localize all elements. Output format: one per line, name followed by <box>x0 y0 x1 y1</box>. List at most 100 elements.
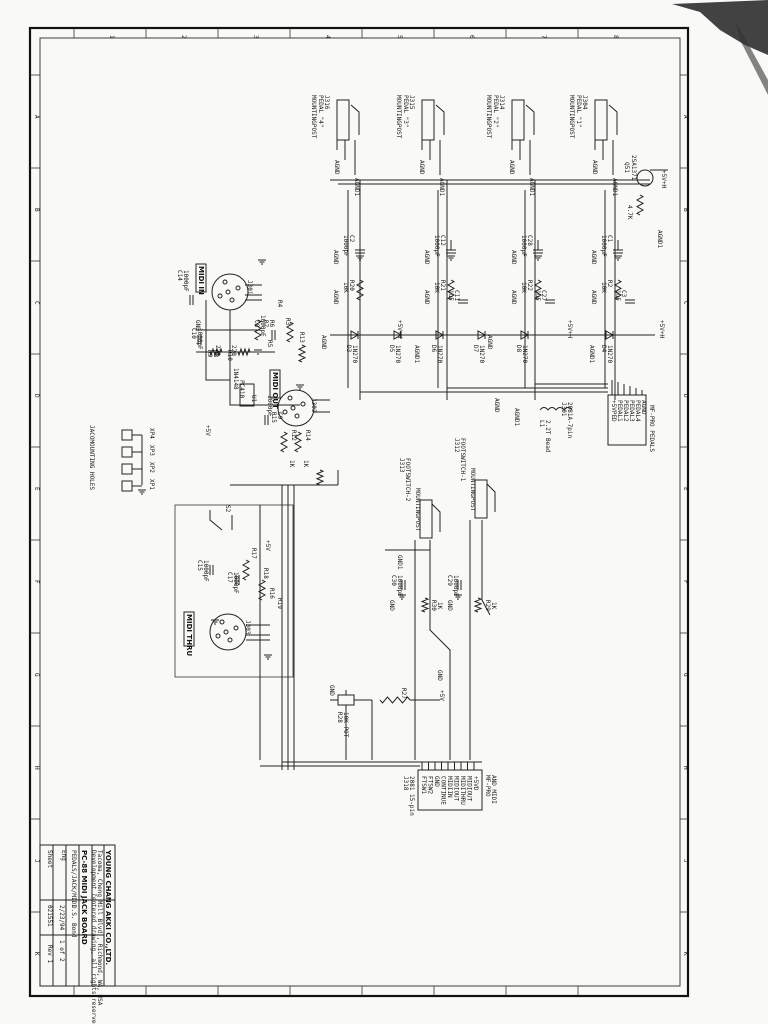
res-r27 <box>379 696 411 704</box>
cap-row2-val: 1uF <box>534 290 541 301</box>
switch-part-label: C17 <box>226 572 233 583</box>
switch-ref: S2 <box>224 505 231 513</box>
pedal-jack-contact <box>435 104 445 135</box>
res-r16-mid <box>315 469 325 486</box>
midi-part-label: R15 <box>270 412 277 423</box>
midi-in-pin <box>229 297 235 303</box>
pedal-connector <box>607 394 647 446</box>
footswitch-part-ref: R29 <box>484 600 491 611</box>
mounting-hole-ref: XP3 <box>148 445 155 456</box>
mounting-hole-ref: XP2 <box>148 462 155 473</box>
midi-thru-pin <box>219 619 225 625</box>
switch-part-label: R19 <box>276 598 283 609</box>
cap-row2-ref: C3 <box>620 290 627 298</box>
res-r9 <box>209 347 223 357</box>
mounting-hole-ref: XP4 <box>148 428 155 439</box>
midi-in-ref: J301 <box>246 280 253 295</box>
title-sheet: Sheet <box>46 850 53 868</box>
midi-part-label: R4 <box>276 300 283 308</box>
transistor-rail: +5V+H <box>660 170 667 188</box>
pedal-jack-name: PEDAL "3" <box>402 95 409 128</box>
diode-ref: D6 <box>430 345 437 353</box>
bottom-connector-jref: J318 <box>402 776 409 791</box>
pedal-connector-ref: MF-PRO PEDALS <box>648 405 655 452</box>
title-eng: Eng <box>60 850 67 861</box>
border-row-letter-left: E <box>33 487 40 491</box>
footswitch-jack-ref: J313 <box>398 458 405 473</box>
border-row-letter-left: G <box>33 673 40 677</box>
title-drawn: D.S. Bond <box>70 905 77 938</box>
midi-out-pin <box>294 413 300 419</box>
switch-s2 <box>209 510 233 531</box>
switch-part-label: +5V <box>264 540 271 551</box>
res-row2-gnd-label: AGND <box>590 290 597 305</box>
footswitch-jack-body <box>474 479 488 519</box>
footswitch-gnd-label: GND1 <box>396 555 403 570</box>
diode-D5 <box>393 330 403 340</box>
pot-leads <box>330 690 372 760</box>
mounting-hole <box>121 446 133 458</box>
border-row-letter-right: J <box>682 859 689 863</box>
rail-label: AGND <box>320 335 327 350</box>
midi-thru-frame <box>174 504 294 678</box>
diode-ref: D7 <box>472 345 479 353</box>
circuit-art <box>39 99 668 987</box>
cap-row1-gnd-label: AGND <box>332 250 339 265</box>
footswitch-jack-contact <box>431 503 441 532</box>
diode-part: 1N270 <box>351 345 358 363</box>
midi-out-pin <box>287 395 293 401</box>
pedal-net-label: AGND1 <box>353 178 360 196</box>
pedal-jack-contact <box>525 104 535 135</box>
pedal-jack-ref: J304 <box>581 95 588 110</box>
midi-part-label: 1K <box>302 460 309 468</box>
border-row-letter-left: D <box>33 394 40 398</box>
midi-part-label: 1000pF <box>266 395 273 417</box>
cap-row1-ref: C12 <box>439 235 446 246</box>
pedal-jack-leads <box>336 140 356 175</box>
pedal-jack-name: PEDAL "4" <box>317 95 324 128</box>
pedal-jack-ref: J314 <box>498 95 505 110</box>
bottom-connector-pin: MIDIOUT <box>466 776 473 802</box>
transistor-resistor-label: 4.7K <box>626 205 633 220</box>
border-row-letter-left: A <box>33 115 40 119</box>
border-row-letter-right: H <box>682 766 689 770</box>
pedal-jack-body <box>336 99 350 141</box>
border-col-number-top: 5 <box>396 35 403 39</box>
res-row2-val: 10K <box>520 282 527 293</box>
cap-row1-val: 1000pF <box>342 235 349 257</box>
bottom-connector <box>417 769 483 811</box>
transistor-gnd-label: AGND1 <box>656 230 663 248</box>
transistor-ref: Q51 <box>623 162 630 173</box>
midi-thru-pin <box>215 633 221 639</box>
res-r12 <box>285 321 295 343</box>
rail-label: AGND1 <box>413 345 420 363</box>
pedal-jack-body <box>511 99 525 141</box>
res-row2 <box>613 279 623 301</box>
switch-part-label: R18 <box>262 568 269 579</box>
midi-in-leads <box>245 284 262 301</box>
pedal-net-label: AGND <box>418 160 425 175</box>
footswitch-gnd-text: GND <box>388 600 395 611</box>
midi-part-label: R6 <box>268 320 275 328</box>
border-col-number-top: 6 <box>468 35 475 39</box>
border-col-number-top: 4 <box>324 35 331 39</box>
res-row2-gnd-label: AGND <box>332 290 339 305</box>
res-r14 <box>279 431 289 453</box>
pedal-jack-body <box>594 99 608 141</box>
res-row2 <box>355 279 365 301</box>
midi-part-label: R8 <box>212 350 219 358</box>
border-row-letter-left: K <box>33 952 40 956</box>
midi-part-label: R3 <box>284 318 291 326</box>
border-col-number-top: 1 <box>108 35 115 39</box>
pedal-net-label: AGND <box>591 160 598 175</box>
midi-thru-jack <box>209 613 247 651</box>
midi-part-label: 220 <box>230 345 237 356</box>
res-row2-val: 10K <box>600 282 607 293</box>
midi-part-label: C10 <box>190 328 197 339</box>
title-date: 2/23/94 <box>58 905 65 931</box>
title-dwg: 021551 <box>46 905 53 927</box>
midi-out-label-box <box>269 369 281 399</box>
inductor-gnd1: AGND1 <box>513 408 520 426</box>
title-sub: PEDALS/JACK/MIDI <box>70 850 77 908</box>
